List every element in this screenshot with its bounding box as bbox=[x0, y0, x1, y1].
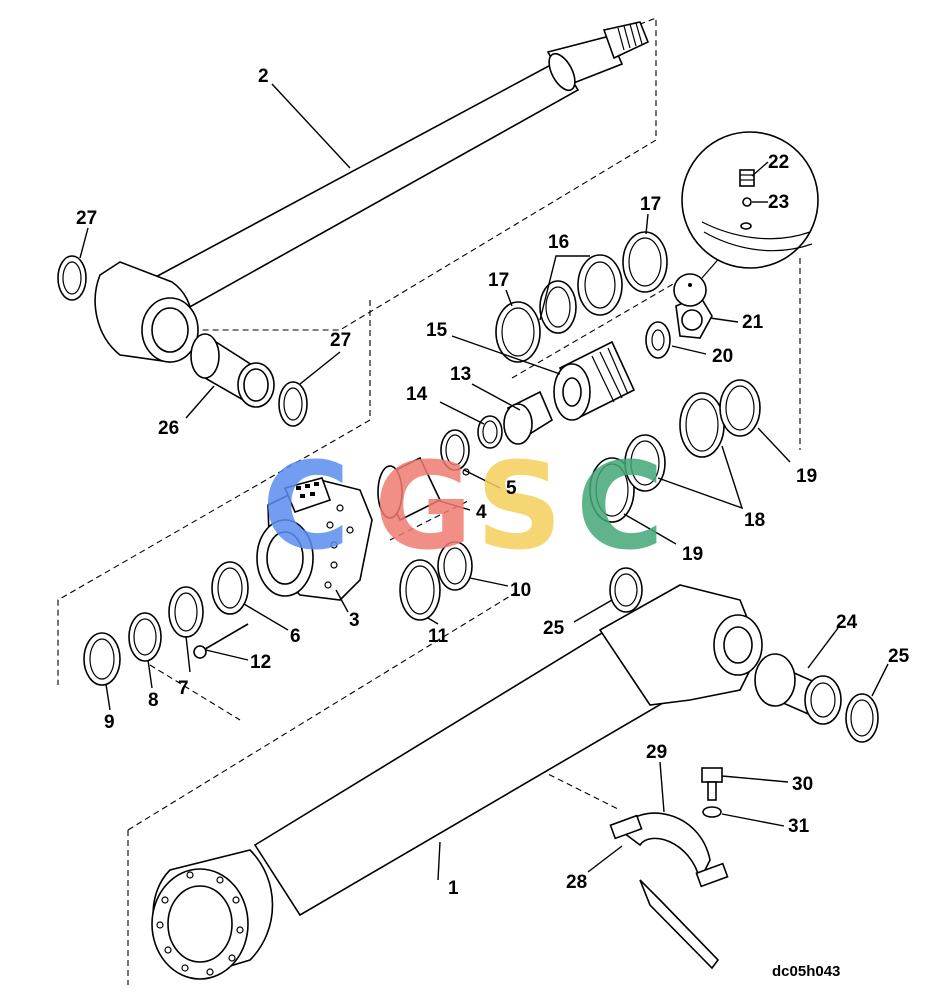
callout-13: 13 bbox=[450, 364, 471, 385]
piston-rod bbox=[94, 21, 650, 363]
callout-27b: 27 bbox=[330, 330, 351, 351]
callout-20: 20 bbox=[712, 346, 733, 367]
cylinder-tube bbox=[151, 584, 763, 980]
callout-19b: 19 bbox=[682, 544, 703, 565]
rod-seals bbox=[57, 255, 308, 427]
callout-9: 9 bbox=[104, 712, 115, 733]
head-seal-set bbox=[83, 561, 249, 686]
callout-30: 30 bbox=[792, 774, 813, 795]
callout-4: 4 bbox=[476, 502, 487, 523]
piston-nut bbox=[645, 131, 819, 359]
callout-16: 16 bbox=[548, 232, 569, 253]
hose-clamp bbox=[609, 767, 729, 970]
callouts: 1 2 3 4 5 6 7 8 9 10 11 12 13 14 15 16 1… bbox=[76, 66, 910, 899]
callout-10: 10 bbox=[510, 580, 531, 601]
watermark-letter-c2: C bbox=[576, 438, 664, 577]
callout-27a: 27 bbox=[76, 208, 97, 229]
callout-2: 2 bbox=[258, 66, 269, 87]
callout-26: 26 bbox=[158, 418, 179, 439]
wear-rings bbox=[589, 379, 761, 523]
callout-17b: 17 bbox=[640, 194, 661, 215]
callout-14: 14 bbox=[406, 384, 428, 405]
callout-17a: 17 bbox=[488, 270, 509, 291]
cylinder-head bbox=[256, 477, 373, 601]
callout-24: 24 bbox=[836, 612, 858, 633]
callout-23: 23 bbox=[768, 192, 789, 213]
callout-28: 28 bbox=[566, 872, 587, 893]
leader-lines bbox=[79, 83, 889, 881]
callout-25b: 25 bbox=[888, 646, 910, 667]
watermark-letter-s: S bbox=[476, 438, 562, 577]
callout-25a: 25 bbox=[543, 618, 565, 639]
callout-18: 18 bbox=[744, 510, 765, 531]
watermark-letter-g: G bbox=[374, 438, 473, 577]
tube-bushing bbox=[609, 567, 879, 743]
callout-1: 1 bbox=[448, 878, 459, 899]
callout-11: 11 bbox=[428, 626, 449, 647]
rod-bushing bbox=[190, 333, 275, 408]
callout-5: 5 bbox=[506, 478, 517, 499]
callout-29: 29 bbox=[646, 742, 667, 763]
callout-15: 15 bbox=[426, 320, 448, 341]
callout-8: 8 bbox=[148, 690, 159, 711]
piston bbox=[495, 231, 668, 421]
callout-12: 12 bbox=[250, 652, 271, 673]
callout-22: 22 bbox=[768, 152, 789, 173]
callout-6: 6 bbox=[290, 626, 301, 647]
watermark-letter-c1: C bbox=[262, 438, 350, 577]
watermark: C G S C bbox=[262, 438, 664, 577]
callout-3: 3 bbox=[349, 610, 360, 631]
drawing-reference: dc05h043 bbox=[772, 963, 840, 980]
callout-19a: 19 bbox=[796, 466, 817, 487]
callout-31: 31 bbox=[788, 816, 810, 837]
callout-21: 21 bbox=[742, 312, 764, 333]
callout-7: 7 bbox=[178, 678, 189, 699]
